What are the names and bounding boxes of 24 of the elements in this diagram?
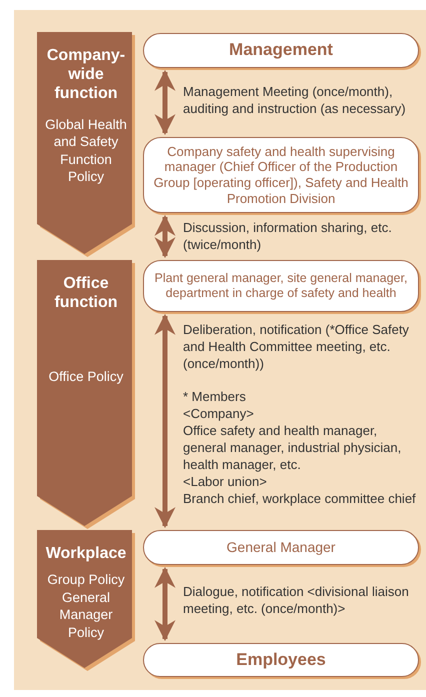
rounded-box: Plant general manager, site general manager, department in charge of safety and health	[143, 260, 419, 312]
band-text: Group Policy General Manager Policy	[46, 571, 126, 642]
rounded-box: Management	[143, 33, 419, 68]
band-text: Office Policy	[48, 368, 124, 386]
double-arrow	[154, 314, 176, 528]
rounded-box: Company safety and health supervising manager (Chief Officer of the Production Group [operating officer]), Safety and Health Promotion Division	[143, 137, 419, 213]
double-arrow	[154, 566, 176, 642]
rounded-box: General Manager	[143, 530, 419, 565]
band-heading: Company-wide function	[46, 46, 126, 104]
double-arrow	[154, 214, 176, 258]
note-text: <Company>	[183, 406, 255, 423]
band-heading: Workplace	[44, 544, 128, 564]
band-text: Global Health and Safety Function Policy	[44, 116, 128, 186]
double-arrow	[154, 70, 176, 136]
edge-label: Management Meeting (once/month), auditing and instruction (as necessary)	[183, 84, 407, 118]
note-text: Branch chief, workplace committee chief	[183, 491, 417, 508]
rounded-box: Employees	[143, 643, 419, 677]
edge-label: Discussion, information sharing, etc. (twice/month)	[183, 220, 393, 254]
note-text: Office safety and health manager, general manager, industrial physician, health manager, etc.	[183, 423, 402, 474]
note-text: <Labor union>	[183, 474, 268, 491]
edge-label: Dialogue, notification <divisional liaison meeting, etc. (once/month)>	[183, 584, 410, 618]
edge-label: Deliberation, notification (*Office Safety and Health Committee meeting, etc. (once/month))	[183, 322, 410, 373]
band-heading: Office function	[53, 274, 119, 312]
note-text: * Members	[183, 389, 247, 406]
